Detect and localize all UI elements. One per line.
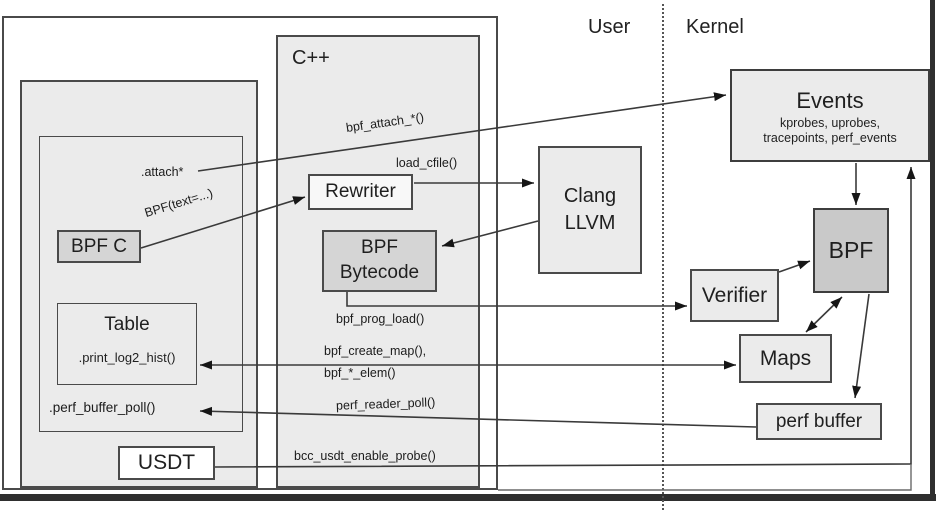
bpf-elem-edge-label: bpf_*_elem() (324, 366, 396, 380)
bpf-c-label: BPF C (71, 235, 127, 257)
table-label: Table (104, 314, 150, 335)
user-region-label: User (588, 16, 631, 38)
load-cfile-edge-label: load_cfile() (396, 156, 458, 170)
usdt-label: USDT (137, 451, 196, 474)
rewriter-label: Rewriter (325, 181, 396, 202)
user-kernel-divider (662, 4, 664, 510)
cpp-label: C++ (292, 47, 330, 69)
frame-connector-line (498, 464, 912, 491)
events-subtypes-label: kprobes, uprobes, tracepoints, perf_even… (763, 116, 896, 146)
bpf-prog-load-edge-label: bpf_prog_load() (336, 312, 425, 326)
events-subtypes-line1: kprobes, uprobes, (779, 115, 881, 130)
screen-bottom-edge (0, 494, 936, 501)
attach-edge-label: .attach* (141, 165, 184, 179)
edge-bpf-maps (805, 296, 843, 333)
maps-label: Maps (759, 346, 812, 370)
bpf-bytecode-box: BPF Bytecode (322, 230, 437, 292)
screen-right-edge (930, 0, 935, 500)
table-method-label: .print_log2_hist() (78, 350, 176, 365)
rewriter-box: Rewriter (308, 174, 413, 210)
events-subtypes-line2: tracepoints, perf_events (763, 130, 897, 145)
bpf-c-box: BPF C (57, 230, 141, 263)
clang-label-line2: LLVM (564, 212, 616, 234)
bcc-usdt-enable-probe-edge-label: bcc_usdt_enable_probe() (294, 449, 436, 463)
perf-buffer-poll-label: .perf_buffer_poll() (49, 400, 156, 415)
bpf-bytecode-label-line2: Bytecode (339, 262, 420, 283)
events-box: Events kprobes, uprobes, tracepoints, pe… (730, 69, 930, 162)
verifier-box: Verifier (690, 269, 779, 322)
maps-box: Maps (739, 334, 832, 383)
bpf-create-map-edge-label: bpf_create_map(), (324, 344, 427, 358)
bpf-kernel-label: BPF (828, 237, 874, 263)
edge-bpf-to-perfbuffer (852, 293, 870, 399)
verifier-label: Verifier (701, 283, 768, 307)
bpf-kernel-box: BPF (813, 208, 889, 293)
usdt-box: USDT (118, 446, 215, 480)
events-label: Events (796, 87, 864, 113)
clang-label-line1: Clang (563, 185, 617, 207)
kernel-region-label: Kernel (686, 16, 744, 38)
table-box: Table .print_log2_hist() (57, 303, 197, 385)
clang-llvm-box: Clang LLVM (538, 146, 642, 274)
bpf-python-container-box (39, 136, 243, 432)
perf-buffer-label: perf buffer (775, 410, 863, 432)
edge-verifier-to-bpf (778, 260, 811, 273)
perf-buffer-box: perf buffer (756, 403, 882, 440)
bpf-bytecode-label-line1: BPF (361, 237, 398, 259)
